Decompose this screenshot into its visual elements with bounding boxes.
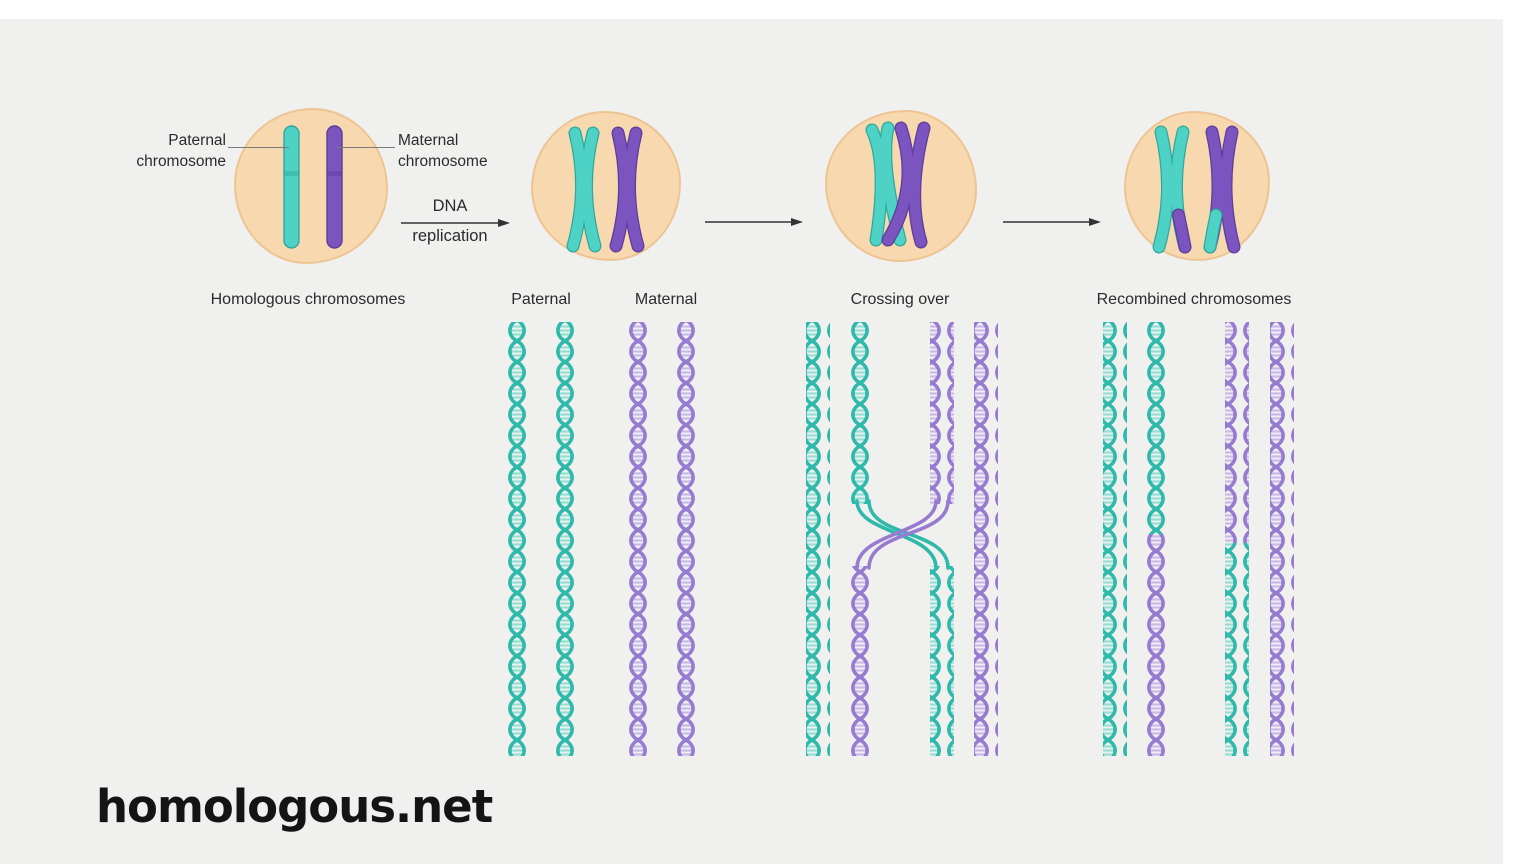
cell-replicated-chromosomes xyxy=(531,111,681,261)
dna-replication-label-line2: replication xyxy=(412,227,488,245)
maternal-callout-line xyxy=(336,147,395,148)
dna-helix-group-recombined xyxy=(1103,322,1294,756)
maternal-callout-line1: Maternal xyxy=(398,132,459,149)
crossing-over-chromosomes-graphic xyxy=(865,121,931,249)
label-crossing-over: Crossing over xyxy=(850,291,950,308)
label-maternal: Maternal xyxy=(634,291,698,308)
dna-helix-group-paternal xyxy=(507,322,574,756)
maternal-callout-line2: chromosome xyxy=(398,153,488,170)
arrow-to-crossing-over-icon xyxy=(705,218,803,226)
crossover-strand-exchange xyxy=(855,499,950,570)
dna-helix-group-crossing-over xyxy=(806,322,998,756)
label-recombined-chromosomes: Recombined chromosomes xyxy=(1096,291,1292,308)
cell-homologous-chromosomes xyxy=(234,108,388,264)
dna-helix-group-maternal xyxy=(628,322,697,756)
paternal-callout-line2: chromosome xyxy=(136,153,226,170)
recombined-chromosome-pair-graphic xyxy=(1152,125,1241,254)
dna-replication-label-line1: DNA xyxy=(432,197,468,215)
homologous-chromosome-pair-graphic xyxy=(283,125,343,249)
watermark: homologous.net xyxy=(96,780,493,833)
cell-crossing-over xyxy=(825,110,977,262)
paternal-callout-line1: Paternal xyxy=(168,132,226,149)
label-paternal: Paternal xyxy=(511,291,571,308)
replicated-chromosome-pair-graphic xyxy=(566,126,645,253)
label-homologous-chromosomes: Homologous chromosomes xyxy=(210,291,406,308)
dna-replication-arrow-icon xyxy=(401,219,510,227)
cell-recombined-chromosomes xyxy=(1124,111,1270,261)
paternal-callout-line xyxy=(228,147,289,148)
arrow-to-recombined-icon xyxy=(1003,218,1101,226)
maternal-chromosome-callout: Maternal chromosome xyxy=(398,130,520,172)
paternal-chromosome-callout: Paternal chromosome xyxy=(104,130,226,172)
